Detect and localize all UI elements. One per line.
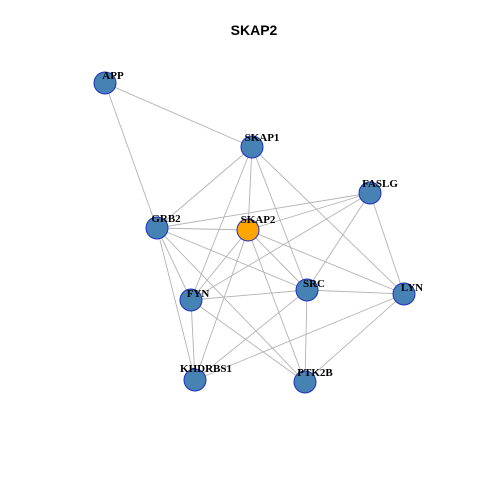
edge-faslg-grb2 [156, 192, 371, 229]
node-label-skap1: SKAP1 [245, 132, 280, 144]
node-label-khdrbs1: KHDRBS1 [180, 363, 232, 375]
edge-lyn-khdrbs1 [194, 293, 405, 381]
node-layer [93, 71, 416, 394]
edge-grb2-khdrbs1 [156, 227, 196, 381]
node-faslg[interactable] [358, 181, 382, 205]
node-lyn[interactable] [392, 282, 416, 306]
edge-app-grb2 [104, 82, 158, 229]
node-khdrbs1[interactable] [183, 368, 207, 392]
edge-faslg-skap2 [247, 192, 371, 231]
node-app[interactable] [93, 71, 117, 95]
edge-layer [104, 82, 405, 383]
node-label-skap2: SKAP2 [241, 214, 276, 226]
node-label-fyn: FYN [187, 288, 210, 300]
edge-skap2-ptk2b [247, 229, 306, 383]
edge-src-lyn [306, 289, 405, 295]
edge-faslg-src [306, 192, 371, 291]
edge-skap2-src [247, 229, 308, 291]
edge-app-skap1 [104, 82, 253, 148]
edge-grb2-skap2 [156, 227, 249, 231]
edge-src-khdrbs1 [194, 289, 308, 381]
edge-skap2-khdrbs1 [194, 229, 249, 381]
node-label-faslg: FASLG [362, 178, 398, 190]
edge-skap2-lyn [247, 229, 405, 295]
edge-skap1-lyn [251, 146, 405, 295]
node-label-grb2: GRB2 [151, 213, 181, 225]
edge-faslg-fyn [190, 192, 371, 301]
edge-lyn-ptk2b [304, 293, 405, 383]
node-fyn[interactable] [179, 288, 203, 312]
node-label-src: SRC [303, 278, 325, 290]
graph-title: SKAP2 [231, 22, 278, 38]
edge-fyn-ptk2b [190, 299, 306, 383]
edge-src-fyn [190, 289, 308, 301]
edge-skap1-src [251, 146, 308, 291]
edge-skap1-grb2 [156, 146, 253, 229]
node-grb2[interactable] [145, 216, 169, 240]
node-label-lyn: LYN [401, 282, 423, 294]
edge-skap1-skap2 [247, 146, 253, 231]
node-skap2[interactable] [236, 218, 260, 242]
edge-faslg-lyn [369, 192, 405, 295]
node-label-ptk2b: PTK2B [297, 367, 333, 379]
edge-src-ptk2b [304, 289, 308, 383]
edge-grb2-ptk2b [156, 227, 306, 383]
edge-fyn-khdrbs1 [190, 299, 196, 381]
edge-skap2-fyn [190, 229, 249, 301]
node-label-app: APP [102, 70, 124, 82]
node-ptk2b[interactable] [293, 370, 317, 394]
node-src[interactable] [295, 278, 319, 302]
edge-grb2-fyn [156, 227, 192, 301]
node-skap1[interactable] [240, 135, 264, 159]
edge-grb2-src [156, 227, 308, 291]
